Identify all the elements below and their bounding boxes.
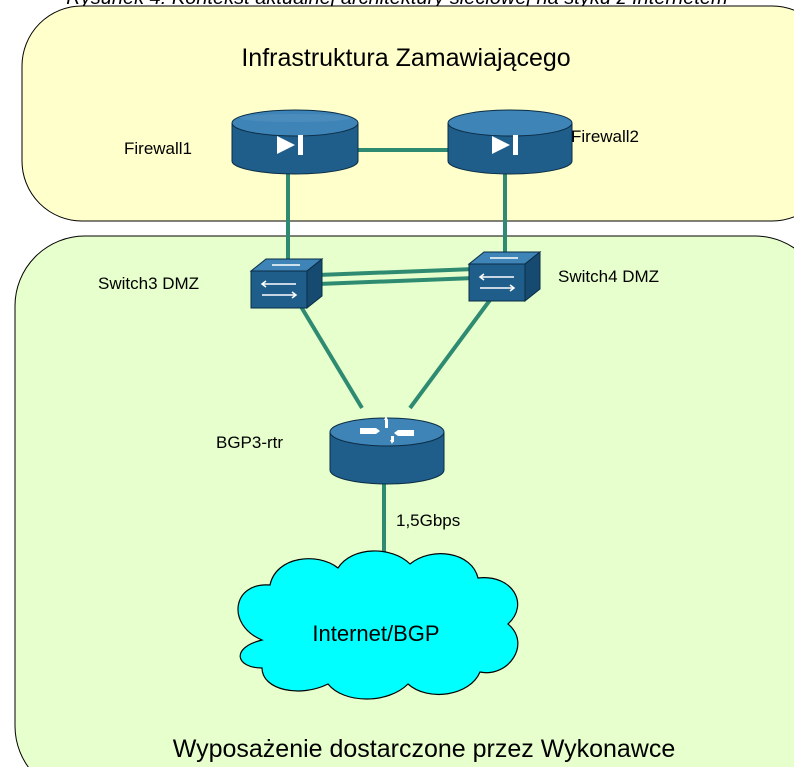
internet-cloud[interactable] (237, 550, 519, 700)
contractor-zone-title: Wyposażenie dostarczone przez Wykonawce (173, 735, 676, 763)
firewall1[interactable] (231, 109, 359, 175)
router-icon (360, 416, 414, 444)
switch4-label: Switch4 DMZ (558, 267, 659, 286)
switch3[interactable] (249, 257, 324, 310)
firewall2-label: Firewall2 (571, 127, 639, 146)
customer-zone-title: Infrastruktura Zamawiającego (241, 44, 570, 72)
switch-icon (478, 257, 518, 292)
cloud-icon (237, 550, 519, 700)
switch4[interactable] (467, 250, 542, 303)
uplink-label: 1,5Gbps (396, 511, 460, 530)
firewall-icon (492, 135, 518, 155)
switch3-label: Switch3 DMZ (98, 274, 199, 293)
contractor-zone (14, 235, 794, 767)
link-sw3-router (298, 303, 364, 410)
firewall2[interactable] (447, 109, 573, 175)
link-sw3-sw4-b (317, 276, 476, 286)
firewall-icon (277, 135, 303, 155)
links (286, 148, 507, 557)
link-sw4-router (408, 298, 492, 410)
router[interactable] (329, 416, 445, 485)
router-label: BGP3-rtr (216, 433, 283, 452)
link-sw3-sw4-a (317, 267, 476, 277)
firewall1-label: Firewall1 (124, 139, 192, 158)
figure-caption: Rysunek 4: Kontekst aktualnej architektu… (66, 0, 727, 9)
customer-zone (21, 5, 794, 222)
switch-icon (260, 264, 300, 299)
cloud-label: Internet/BGP (312, 621, 439, 646)
